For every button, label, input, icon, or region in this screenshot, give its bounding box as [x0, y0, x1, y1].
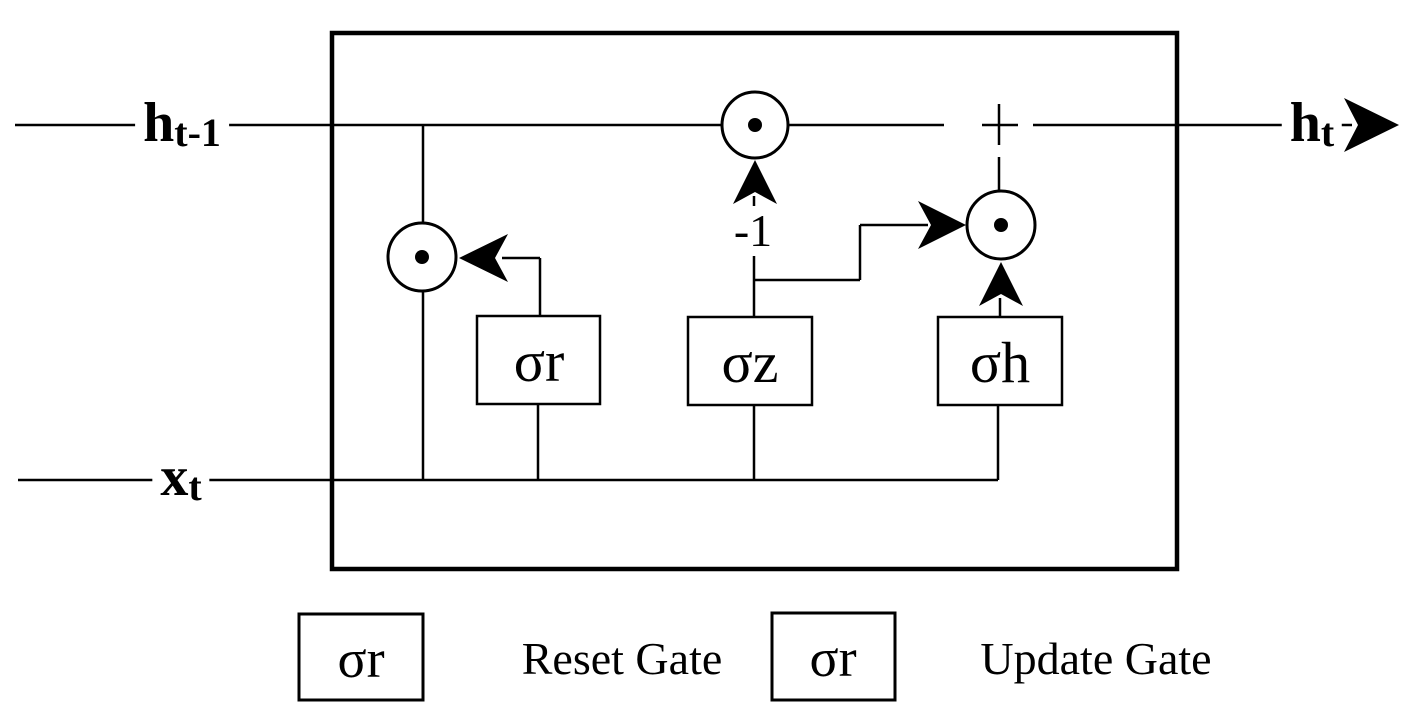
gru-cell-box: [329, 30, 1180, 572]
arrow-right-into-right-product: [918, 201, 966, 249]
legend-reset-box: [297, 612, 425, 702]
prev-hidden-base: h: [143, 92, 175, 154]
left-product-dot: [415, 250, 429, 264]
candidate-gate-box: [936, 315, 1064, 407]
output-hidden-state-label: ht: [1281, 92, 1343, 155]
arrowheads: [459, 98, 1399, 306]
reset-gate-label: σr: [513, 329, 565, 394]
product-operators: [386, 90, 1037, 293]
update-gate-label: σz: [721, 330, 779, 395]
top-product-dot: [748, 118, 762, 132]
legend-update-box: [770, 611, 897, 702]
input-base: x: [160, 446, 189, 508]
update-gate-box: [686, 315, 814, 407]
output-arrow: [1344, 98, 1399, 152]
legend-update-label: Update Gate: [980, 633, 1212, 684]
legend-reset-symbol: σr: [337, 629, 385, 689]
candidate-gate-wires: [996, 298, 1002, 480]
arrow-up-into-top-product: [733, 160, 777, 204]
prev-hidden-sub: t-1: [174, 110, 221, 155]
input-label: xt: [152, 446, 210, 509]
output-base: h: [1289, 92, 1321, 154]
candidate-gate-label: σh: [969, 330, 1031, 395]
legend-reset-label: Reset Gate: [521, 633, 723, 684]
arrow-left-into-left-product: [459, 234, 508, 282]
prev-hidden-state-label: ht-1: [135, 93, 229, 155]
minus-one-label: -1: [725, 206, 781, 256]
legend-update-symbol: σr: [809, 628, 857, 688]
right-product-dot: [994, 218, 1008, 232]
reset-gate-wires: [502, 256, 542, 480]
reset-gate-box: [475, 314, 602, 406]
arrow-up-into-right-product: [979, 262, 1023, 306]
input-sub: t: [188, 464, 202, 509]
output-sub: t: [1320, 110, 1335, 155]
